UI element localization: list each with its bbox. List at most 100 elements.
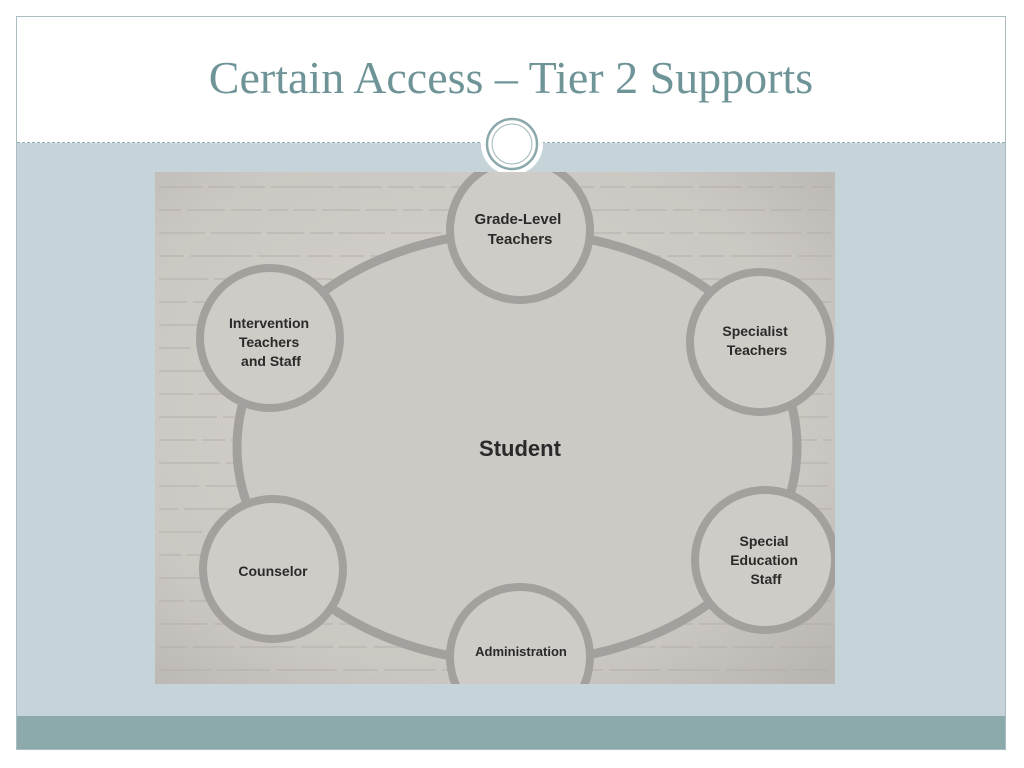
faint-text-stroke — [636, 209, 667, 211]
node-intervention-line-2: Teachers — [239, 334, 300, 350]
node-administration-line-1: Administration — [475, 644, 567, 659]
faint-text-stroke — [592, 209, 630, 211]
faint-text-stroke — [673, 209, 693, 211]
faint-text-stroke — [823, 439, 831, 441]
faint-text-stroke — [780, 646, 831, 648]
faint-text-stroke — [301, 646, 333, 648]
faint-text-stroke — [366, 209, 397, 211]
faint-text-stroke — [304, 278, 333, 280]
center-label: Student — [479, 436, 562, 461]
slide-title: Certain Access – Tier 2 Supports — [208, 52, 814, 103]
faint-text-stroke — [159, 554, 181, 556]
faint-text-stroke — [420, 186, 445, 188]
faint-text-stroke — [667, 255, 693, 257]
faint-text-stroke — [699, 255, 724, 257]
node-special-education-staff-line-3: Staff — [750, 571, 781, 587]
faint-text-stroke — [771, 209, 802, 211]
faint-text-stroke — [627, 232, 664, 234]
node-intervention-line-3: and Staff — [241, 353, 301, 369]
faint-text-stroke — [190, 255, 252, 257]
cycle-diagram: Student Grade-Level Teachers Specialist … — [155, 172, 835, 684]
faint-text-stroke — [159, 577, 205, 579]
diagram-photo: Student Grade-Level Teachers Specialist … — [155, 172, 835, 684]
faint-text-stroke — [733, 646, 774, 648]
faint-text-stroke — [159, 324, 211, 326]
faint-text-stroke — [322, 209, 360, 211]
faint-text-stroke — [217, 669, 270, 671]
faint-text-stroke — [193, 646, 234, 648]
faint-text-stroke — [343, 669, 378, 671]
faint-text-stroke — [811, 186, 831, 188]
faint-text-stroke — [205, 485, 252, 487]
faint-text-stroke — [670, 232, 693, 234]
faint-text-stroke — [231, 209, 262, 211]
faint-text-stroke — [268, 209, 288, 211]
node-special-education-staff: Special Education Staff — [691, 486, 835, 634]
faint-text-stroke — [258, 255, 301, 257]
faint-text-stroke — [339, 646, 367, 648]
faint-text-stroke — [373, 646, 414, 648]
faint-text-stroke — [631, 186, 693, 188]
faint-text-stroke — [600, 186, 625, 188]
svg-text:Specialist Teachers: Specialist Teachers — [722, 323, 791, 358]
node-intervention-teachers-and-staff: Intervention Teachers and Staff — [196, 264, 344, 412]
faint-text-stroke — [159, 623, 208, 625]
faint-text-stroke — [159, 370, 214, 372]
faint-text-stroke — [730, 255, 792, 257]
faint-text-stroke — [267, 232, 304, 234]
faint-text-stroke — [661, 646, 693, 648]
faint-text-stroke — [199, 393, 243, 395]
faint-text-stroke — [751, 232, 801, 234]
svg-text:Intervention Teachers: Intervention Teachers and Staff — [229, 315, 313, 369]
svg-text:Grade-Level Teachers: Grade-Level Teachers — [475, 211, 566, 248]
faint-text-stroke — [388, 186, 414, 188]
svg-text:Counselor: Counselor — [238, 563, 308, 579]
faint-text-stroke — [159, 278, 208, 280]
faint-text-stroke — [699, 209, 721, 211]
faint-text-stroke — [187, 209, 225, 211]
faint-text-stroke — [829, 393, 831, 395]
node-grade-level-teachers: Grade-Level Teachers — [446, 172, 594, 304]
faint-text-stroke — [814, 508, 831, 510]
faint-text-stroke — [307, 255, 333, 257]
node-counselor-line-1: Counselor — [238, 563, 308, 579]
faint-text-stroke — [699, 186, 742, 188]
faint-text-stroke — [159, 508, 178, 510]
faint-text-stroke — [159, 186, 202, 188]
faint-text-stroke — [184, 508, 243, 510]
faint-text-stroke — [240, 646, 295, 648]
node-administration: Administration — [446, 583, 594, 684]
faint-text-stroke — [159, 669, 211, 671]
faint-text-stroke — [159, 301, 187, 303]
faint-text-stroke — [726, 669, 787, 671]
faint-text-stroke — [699, 623, 748, 625]
faint-text-stroke — [789, 623, 831, 625]
node-intervention-line-1: Intervention — [229, 315, 309, 331]
faint-text-stroke — [775, 462, 828, 464]
faint-text-stroke — [159, 439, 196, 441]
node-specialist-teachers-line-1: Specialist — [722, 323, 788, 339]
faint-text-stroke — [780, 186, 805, 188]
faint-text-stroke — [609, 669, 661, 671]
faint-text-stroke — [211, 232, 261, 234]
faint-text-stroke — [240, 186, 265, 188]
node-specialist-teachers: Specialist Teachers — [686, 268, 834, 416]
faint-text-stroke — [159, 600, 184, 602]
faint-text-stroke — [208, 186, 234, 188]
faint-text-stroke — [793, 669, 828, 671]
faint-text-stroke — [294, 209, 316, 211]
faint-text-stroke — [339, 255, 364, 257]
faint-text-stroke — [202, 439, 225, 441]
faint-text-stroke — [310, 232, 333, 234]
faint-text-stroke — [271, 186, 333, 188]
svg-text:Administration: Administration — [475, 644, 567, 659]
faint-text-stroke — [159, 531, 202, 533]
faint-text-stroke — [403, 209, 423, 211]
faint-text-stroke — [798, 255, 831, 257]
faint-text-stroke — [667, 669, 720, 671]
faint-text-stroke — [391, 232, 441, 234]
faint-text-stroke — [339, 232, 385, 234]
faint-text-stroke — [807, 232, 831, 234]
faint-text-stroke — [699, 232, 745, 234]
node-specialist-teachers-line-2: Teachers — [727, 342, 788, 358]
